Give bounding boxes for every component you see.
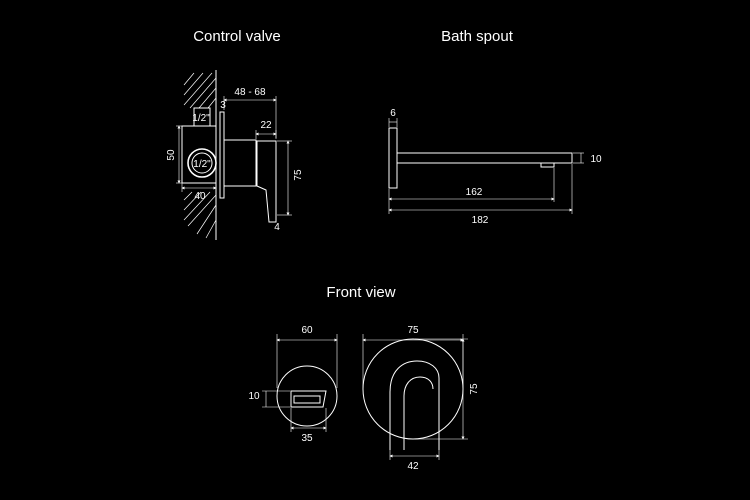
dim-spout-projection: 162 bbox=[466, 187, 483, 198]
dim-spout-width: 42 bbox=[407, 461, 419, 472]
cover-plate bbox=[219, 111, 225, 199]
dim-spout-plate-height: 75 bbox=[469, 383, 480, 395]
dim-valve-handle-width: 35 bbox=[301, 433, 313, 444]
dim-body-width: 40 bbox=[194, 191, 206, 202]
handle-profile bbox=[256, 140, 277, 223]
pipe-stub-top bbox=[193, 107, 211, 127]
spout-plate-circle bbox=[362, 338, 464, 440]
dim-spout-total-length: 182 bbox=[472, 215, 489, 226]
inlet-inner-circle bbox=[191, 152, 213, 174]
dim-spout-plate-diameter: 75 bbox=[407, 325, 419, 336]
dim-plate-thickness: 3 bbox=[220, 100, 226, 111]
spout-outlet bbox=[540, 162, 555, 168]
dim-height: 50 bbox=[166, 149, 177, 161]
wall-hatch-bottom bbox=[183, 191, 217, 239]
spout-wall-plate bbox=[388, 127, 398, 189]
dim-pipe-mid: 1/2" bbox=[193, 159, 211, 170]
spindle-shroud bbox=[224, 139, 257, 187]
valve-plate-circle bbox=[276, 365, 338, 427]
front-view-title: Front view bbox=[326, 284, 395, 301]
dim-handle-height: 75 bbox=[293, 169, 304, 181]
spout-arm bbox=[397, 152, 573, 164]
dim-valve-plate-diameter: 60 bbox=[301, 325, 313, 336]
dim-spout-outlet-height: 10 bbox=[590, 154, 602, 165]
control-valve-side-view: 48 - 68 3 22 1/2" 1/2" 50 40 75 4 bbox=[166, 70, 304, 240]
dim-valve-handle-height: 10 bbox=[248, 391, 260, 402]
dim-spout-plate-thickness: 6 bbox=[390, 108, 396, 119]
dim-depth-range: 48 - 68 bbox=[234, 87, 266, 98]
dim-bottom-gap: 4 bbox=[274, 222, 280, 233]
wall-hatch-top bbox=[183, 72, 217, 109]
front-view-valve: 60 10 35 bbox=[248, 325, 338, 444]
dim-handle-width: 22 bbox=[260, 120, 272, 131]
valve-handle-front bbox=[290, 390, 327, 408]
dim-pipe-top: 1/2" bbox=[192, 113, 210, 124]
control-valve-title: Control valve bbox=[193, 28, 281, 45]
front-view-spout: 75 75 42 bbox=[362, 325, 480, 472]
spout-front-inner bbox=[403, 376, 434, 450]
bath-spout-side-view: 6 10 162 182 bbox=[388, 108, 602, 226]
valve-handle-lever bbox=[293, 395, 321, 404]
inlet-outer-circle bbox=[187, 148, 217, 178]
bath-spout-title: Bath spout bbox=[441, 28, 514, 45]
spout-front-outline bbox=[389, 360, 440, 450]
